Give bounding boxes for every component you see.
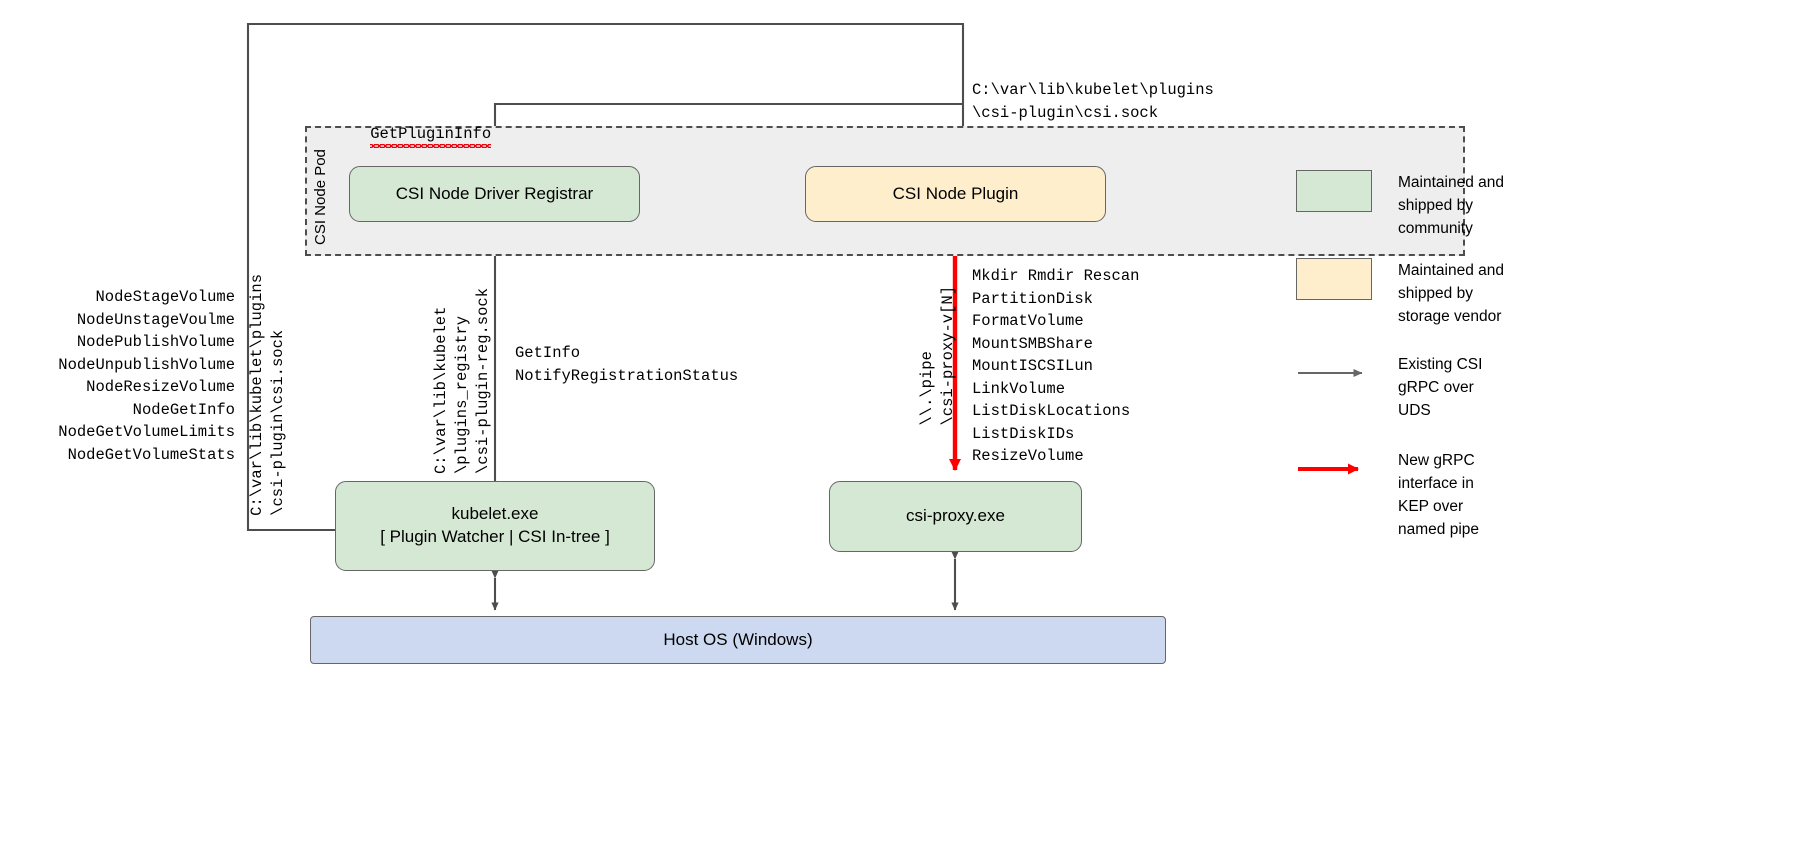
node-csi-proxy-exe[interactable]: csi-proxy.exe bbox=[829, 481, 1082, 552]
legend-arrow-red-icon bbox=[1296, 448, 1372, 490]
legend-arrow-gray-icon bbox=[1296, 352, 1372, 394]
legend-label: Maintained and shipped by community bbox=[1398, 174, 1504, 237]
node-label: CSI Node Driver Registrar bbox=[395, 183, 594, 203]
node-label: csi-proxy.exe bbox=[906, 506, 1005, 526]
label-csi-sock-path: C:\var\lib\kubelet\plugins \csi-plugin\c… bbox=[972, 81, 1214, 122]
node-label-line2: [ Plugin Watcher | CSI In-tree ] bbox=[380, 527, 610, 546]
node-csi-node-driver-registrar[interactable]: CSI Node Driver Registrar bbox=[349, 166, 640, 222]
csi-node-pod-label: CSI Node Pod bbox=[312, 149, 329, 245]
label-plugin-registry-sock-path-vertical: C:\var\lib\kubelet \plugins_registry \cs… bbox=[432, 288, 492, 475]
legend-label: Existing CSI gRPC over UDS bbox=[1398, 356, 1483, 419]
label-csi-sock-path-vertical: C:\var\lib\kubelet\plugins \csi-plugin\c… bbox=[248, 274, 287, 516]
legend-swatch-green bbox=[1296, 170, 1372, 212]
label-named-pipe-vertical: \\.\pipe \csi-proxy-v[N] bbox=[918, 286, 957, 426]
label-registration-calls: GetInfo NotifyRegistrationStatus bbox=[515, 344, 739, 385]
legend-item-existing-grpc: Existing CSI gRPC over UDS bbox=[1296, 352, 1482, 422]
node-csi-node-plugin[interactable]: CSI Node Plugin bbox=[805, 166, 1106, 222]
list-node-service-apis: NodeStageVolume NodeUnstageVoulme NodePu… bbox=[58, 288, 235, 464]
legend-label: New gRPC interface in KEP over named pip… bbox=[1398, 452, 1480, 538]
legend-swatch-yellow bbox=[1296, 258, 1372, 300]
list-csi-proxy-apis: Mkdir Rmdir Rescan PartitionDisk FormatV… bbox=[972, 267, 1140, 465]
legend-item-community: Maintained and shipped by community bbox=[1296, 170, 1504, 240]
node-label: Host OS (Windows) bbox=[663, 629, 813, 649]
legend-label: Maintained and shipped by storage vendor bbox=[1398, 262, 1504, 325]
node-host-os[interactable]: Host OS (Windows) bbox=[310, 616, 1166, 664]
label-get-plugin-info: GetPluginInfo bbox=[333, 100, 492, 168]
label-get-plugin-info-text: GetPluginInfo bbox=[370, 124, 492, 148]
node-label: CSI Node Plugin bbox=[892, 183, 1019, 203]
node-kubelet-exe[interactable]: kubelet.exe [ Plugin Watcher | CSI In-tr… bbox=[335, 481, 655, 571]
legend-item-vendor: Maintained and shipped by storage vendor bbox=[1296, 258, 1504, 328]
node-label-line1: kubelet.exe bbox=[451, 504, 539, 524]
legend-item-new-grpc: New gRPC interface in KEP over named pip… bbox=[1296, 448, 1479, 541]
